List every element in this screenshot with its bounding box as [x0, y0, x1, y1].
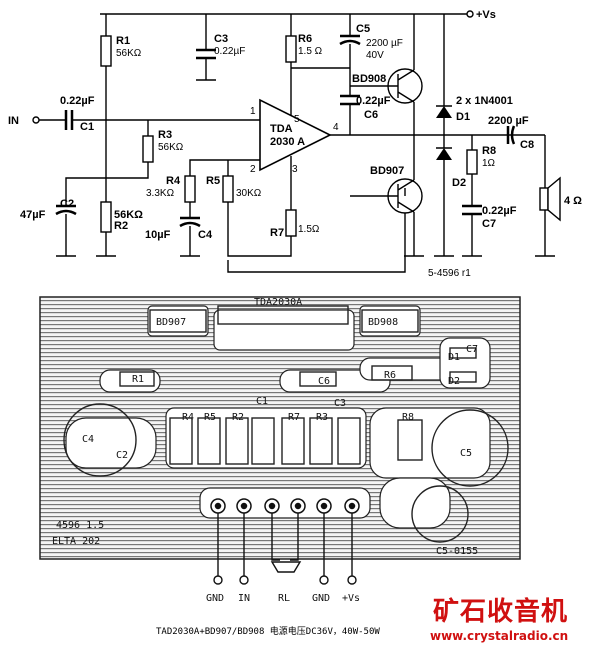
pcb-c3-label: C3 [334, 398, 346, 409]
c4-label: C4 [198, 229, 213, 241]
pcb-d1-label: D1 [448, 352, 460, 363]
ic-label-2: 2030 A [270, 136, 305, 148]
site-logo: 矿石收音机 [433, 597, 569, 627]
pcb-d2-label: D2 [448, 376, 460, 387]
pcb-c4-label: C4 [82, 434, 94, 445]
figure-caption: TAD2030A+BD907/BD908 电源电压DC36V，40W-50W [156, 627, 380, 637]
r4-resistor [184, 175, 196, 203]
c3-value: 0.22µF [214, 46, 245, 57]
c5-label: C5 [356, 23, 370, 35]
schematic-diagram: +Vs R1 56KΩ 56KΩ R2 C2 47µF C3 0.22µF R6… [8, 9, 582, 279]
ic-pin4: 4 [333, 122, 339, 133]
r5-value: 30KΩ [236, 188, 262, 199]
pcb-r7-label: R7 [288, 412, 300, 423]
c7-value: 0.22µF [482, 205, 517, 217]
speaker-label: 4 Ω [564, 195, 582, 207]
ic-pin1: 1 [250, 106, 256, 117]
pcb-code-c: C5-0155 [436, 546, 478, 557]
r3-label: R3 [158, 129, 172, 141]
bd907-label: BD907 [370, 165, 404, 177]
r8-resistor [466, 149, 478, 175]
site-url: www.crystalradio.cn [430, 629, 569, 643]
pcb-c2-label: C2 [116, 450, 128, 461]
r6-value: 1.5 Ω [298, 46, 323, 57]
r1-resistor [100, 35, 112, 67]
bd908-label: BD908 [352, 73, 386, 85]
pcb-c8-label: C5 [460, 448, 472, 459]
vs-label: +Vs [476, 9, 496, 21]
ic-pin3: 3 [292, 164, 298, 175]
ic-pin5: 5 [294, 114, 300, 125]
ic-label-1: TDA [270, 123, 293, 135]
diodes-label: 2 x 1N4001 [456, 95, 513, 107]
r7-value: 1.5Ω [298, 224, 320, 235]
terminal-gnd-2: GND [312, 593, 330, 604]
terminal-in: IN [238, 593, 250, 604]
r5-label: R5 [206, 175, 220, 187]
r5-resistor [222, 175, 234, 203]
pcb-bd908-label: BD908 [368, 317, 398, 328]
c5-voltage: 40V [366, 50, 384, 61]
c7-label: C7 [482, 218, 496, 230]
r7-label: R7 [270, 227, 284, 239]
r2-resistor [100, 201, 112, 233]
c1-label: C1 [80, 121, 94, 133]
c6-label: C6 [364, 109, 378, 121]
r8-label: R8 [482, 145, 496, 157]
pcb-r3-label: R3 [316, 412, 328, 423]
r3-resistor [142, 135, 154, 163]
pcb-r5-label: R5 [204, 412, 216, 423]
pcb-r2-label: R2 [232, 412, 244, 423]
r1-value: 56KΩ [116, 48, 142, 59]
r3-value: 56KΩ [158, 142, 184, 153]
ic-pin2: 2 [250, 164, 256, 175]
r4-value: 3.3KΩ [146, 188, 175, 199]
fig-code: 5-4596 r1 [428, 268, 471, 279]
r4-label: R4 [166, 175, 181, 187]
c2-value: 47µF [20, 209, 46, 221]
pcb-r8-label: R8 [402, 412, 414, 423]
terminal-gnd-1: GND [206, 593, 224, 604]
speaker-icon [547, 176, 561, 222]
r6-label: R6 [298, 33, 312, 45]
terminal-rl: RL [278, 593, 290, 604]
c5-value: 2200 µF [366, 38, 403, 49]
d1-label: D1 [456, 111, 470, 123]
r7-resistor [285, 209, 297, 237]
d2-label: D2 [452, 177, 466, 189]
terminal-vs: +Vs [342, 593, 360, 604]
c3-label: C3 [214, 33, 228, 45]
r2-value: 56KΩ [114, 209, 143, 221]
r2-label: R2 [114, 220, 128, 232]
pcb-layout: TDA2030A BD907 BD908 R1 R4 R5 R2 C1 R7 R… [39, 296, 521, 604]
pcb-c7-label: C7 [466, 344, 478, 355]
pcb-code-a: 4596 1.5 [56, 520, 104, 531]
in-label: IN [8, 115, 19, 127]
pcb-c6-label: C6 [318, 376, 330, 387]
pcb-r1-label: R1 [132, 374, 144, 385]
r8-value: 1Ω [482, 158, 496, 169]
pcb-bd907-label: BD907 [156, 317, 186, 328]
c8-value: 2200 µF [488, 115, 529, 127]
c1-value: 0.22µF [60, 95, 95, 107]
c2-label: C2 [60, 198, 74, 210]
r1-label: R1 [116, 35, 130, 47]
r6-resistor [285, 35, 297, 63]
pcb-r6-label: R6 [384, 370, 396, 381]
c4-value: 10µF [145, 229, 171, 241]
pcb-r4-label: R4 [182, 412, 194, 423]
pcb-c1-label: C1 [256, 396, 268, 407]
tda2030a-ic [259, 98, 332, 172]
c6-value: 0.22µF [356, 95, 391, 107]
pcb-code-b: ELTA 202 [52, 536, 100, 547]
c8-label: C8 [520, 139, 534, 151]
pcb-ic-label: TDA2030A [254, 297, 302, 308]
